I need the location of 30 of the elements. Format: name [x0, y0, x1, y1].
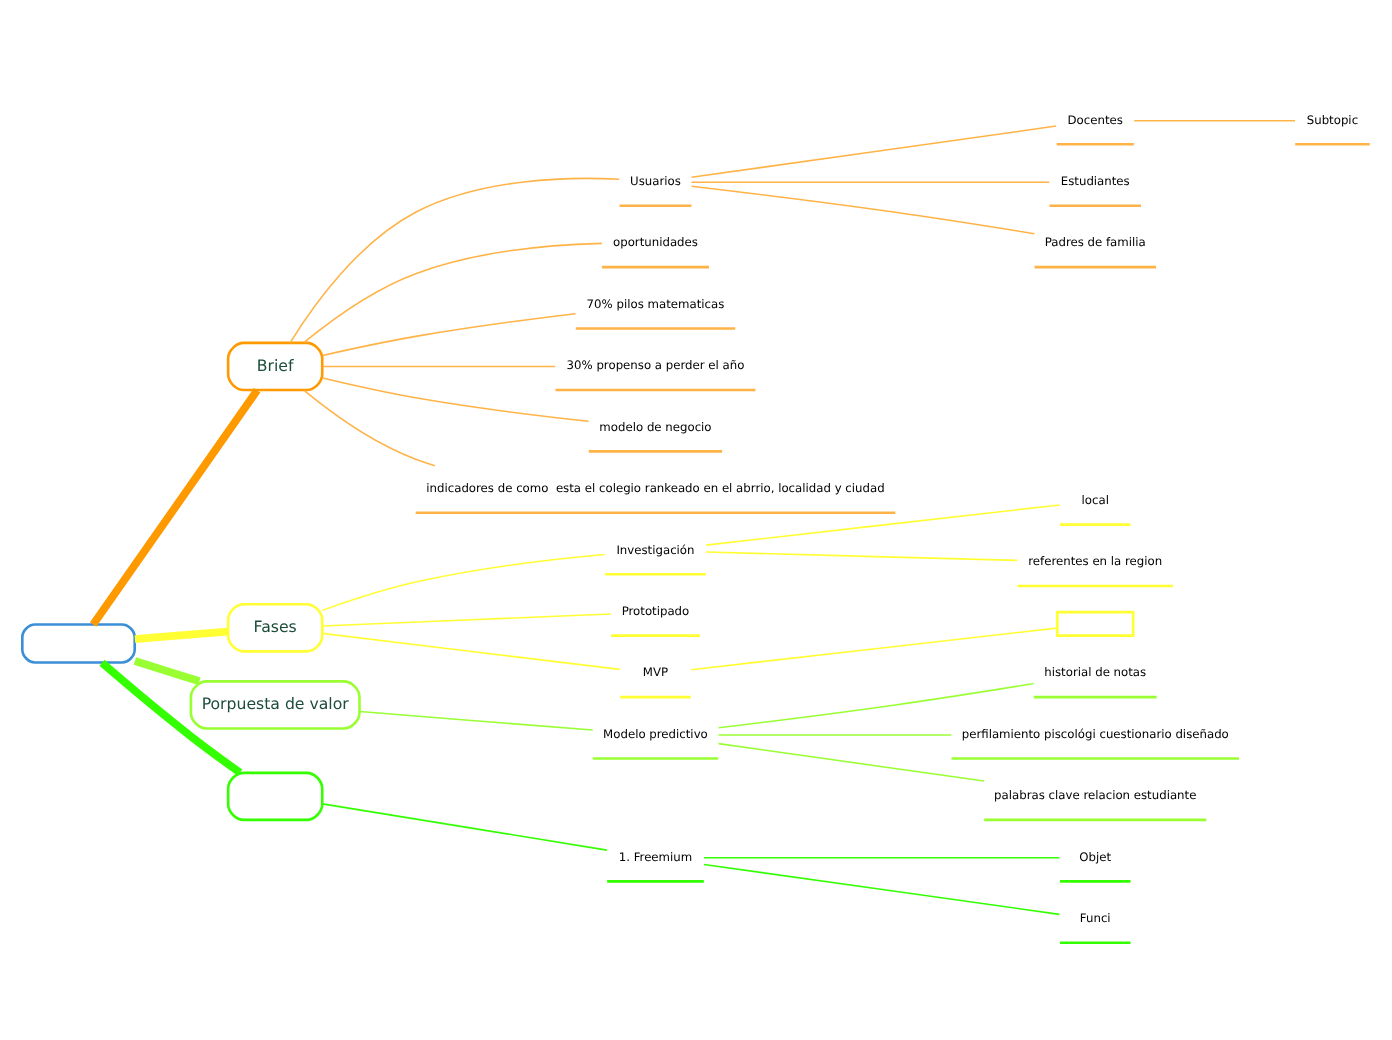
connector: [703, 863, 1061, 916]
connector: [321, 312, 577, 357]
connector: [321, 803, 608, 851]
connector: [717, 742, 985, 782]
connector: [321, 613, 612, 627]
connector: [302, 389, 436, 467]
connector: [690, 181, 1051, 183]
connector: [690, 125, 1057, 179]
connector: [134, 627, 229, 643]
connector: [321, 365, 557, 368]
connector: [705, 551, 1019, 562]
connector: [99, 659, 243, 776]
connector: [89, 388, 261, 627]
connector: [705, 504, 1061, 546]
connector: [321, 553, 606, 612]
node-box: [226, 771, 324, 822]
node-box: [21, 623, 136, 664]
node-box: [1056, 610, 1135, 637]
connector: [321, 632, 621, 671]
connector: [690, 627, 1058, 671]
connector: [359, 710, 594, 731]
connector: [321, 377, 590, 423]
connector: [133, 657, 201, 686]
connector: [1133, 119, 1296, 122]
connector: [717, 734, 953, 736]
connector: [703, 857, 1061, 859]
connector: [302, 242, 603, 344]
connector: [289, 177, 620, 344]
connector: [717, 682, 1035, 729]
connector: [690, 185, 1036, 235]
